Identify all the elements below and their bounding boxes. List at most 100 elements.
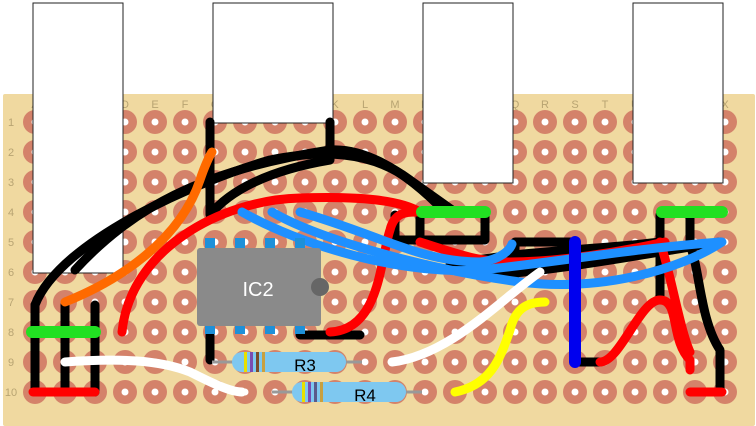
resistor-r3: R3: [212, 352, 362, 375]
module-box-2: [212, 2, 334, 124]
r4-band-3: [314, 382, 317, 402]
white-wire-left: [60, 355, 247, 397]
pad-s2: [563, 140, 587, 164]
ic-pin-bottom-2: [235, 320, 245, 334]
r3-band-3: [256, 352, 259, 372]
column-label-k: K: [331, 99, 339, 111]
pad-p7: [473, 290, 497, 314]
pad-n10: [413, 380, 437, 404]
ic-pin-top-4: [295, 238, 305, 252]
off-board-modules: [32, 2, 724, 274]
ic2-chip: IC2: [197, 238, 329, 334]
pad-p8: [473, 320, 497, 344]
pad-m7: [383, 290, 407, 314]
pad-m2: [383, 140, 407, 164]
ic-pin-top-1: [205, 238, 215, 252]
black-wires: [30, 117, 725, 397]
pad-s1: [563, 110, 587, 134]
column-label-e: E: [151, 99, 158, 111]
pad-r2: [533, 140, 557, 164]
pad-v8: [653, 320, 677, 344]
module-box-4: [632, 2, 724, 184]
ic-pin-top-3: [265, 238, 275, 252]
pad-q10: [503, 380, 527, 404]
pad-m1: [383, 110, 407, 134]
row-label-5: 5: [8, 237, 14, 249]
column-label-t: T: [602, 99, 609, 111]
column-label-f: F: [182, 99, 189, 111]
pad-e3: [143, 170, 167, 194]
column-label-d: D: [121, 99, 129, 111]
ic-pin-bottom-3: [265, 320, 275, 334]
pad-u9: [623, 350, 647, 374]
pad-n7: [413, 290, 437, 314]
blue-wire-1: [237, 207, 725, 276]
ic-pin-bottom-4: [295, 320, 305, 334]
resistor-r4: R4: [272, 382, 422, 405]
column-label-s: S: [571, 99, 578, 111]
r4-band-1: [302, 382, 305, 402]
pad-e2: [143, 140, 167, 164]
pad-l4: [353, 200, 377, 224]
pad-o7: [443, 290, 467, 314]
r3-body: [232, 352, 346, 372]
pad-u10: [623, 380, 647, 404]
column-label-q: Q: [511, 99, 520, 111]
column-label-m: M: [390, 99, 399, 111]
r3-band-1: [244, 352, 247, 372]
pad-t2: [593, 140, 617, 164]
row-label-9: 9: [8, 357, 14, 369]
row-label-6: 6: [8, 267, 14, 279]
white-wire-right: [387, 267, 545, 367]
pad-r4: [533, 200, 557, 224]
pad-h2: [233, 140, 257, 164]
ic-notch: [311, 278, 329, 296]
pad-f2: [173, 140, 197, 164]
pad-r3: [533, 170, 557, 194]
pad-k6: [323, 260, 347, 284]
r3-band-2: [250, 352, 253, 372]
column-label-x: X: [721, 99, 729, 111]
blue-wire-3: [295, 207, 517, 267]
pad-d10: [113, 380, 137, 404]
pad-t7: [593, 290, 617, 314]
row-label-2: 2: [8, 147, 14, 159]
pad-s10: [563, 380, 587, 404]
row-label-7: 7: [8, 297, 14, 309]
pad-v9: [653, 350, 677, 374]
pad-x8: [713, 320, 737, 344]
pad-l9: [353, 350, 377, 374]
pad-e7: [143, 290, 167, 314]
pad-s3: [563, 170, 587, 194]
pad-m8: [383, 320, 407, 344]
pad-u4: [623, 200, 647, 224]
pad-s4: [563, 200, 587, 224]
pad-f7: [173, 290, 197, 314]
pad-r10: [533, 380, 557, 404]
pad-l6: [353, 260, 377, 284]
ic-pin-top-2: [235, 238, 245, 252]
pad-e10: [143, 380, 167, 404]
row-label-3: 3: [8, 177, 14, 189]
pad-q9: [503, 350, 527, 374]
pad-t8: [593, 320, 617, 344]
pad-v10: [653, 380, 677, 404]
ic-body: [197, 248, 321, 326]
r4-band-4: [320, 382, 323, 402]
pad-r9: [533, 350, 557, 374]
ic-pin-bottom-1: [205, 320, 215, 334]
ic-label: IC2: [242, 279, 273, 301]
black-wire-col-left: [30, 300, 100, 397]
r3-label: R3: [294, 356, 316, 375]
pad-t1: [593, 110, 617, 134]
pad-f1: [173, 110, 197, 134]
red-wire-right-loop: [595, 295, 695, 375]
row-label-1: 1: [8, 117, 14, 129]
white-wires: [60, 267, 545, 397]
pad-x6: [713, 260, 737, 284]
r3-band-4: [262, 352, 265, 372]
column-label-l: L: [362, 99, 368, 111]
pad-r8: [533, 320, 557, 344]
